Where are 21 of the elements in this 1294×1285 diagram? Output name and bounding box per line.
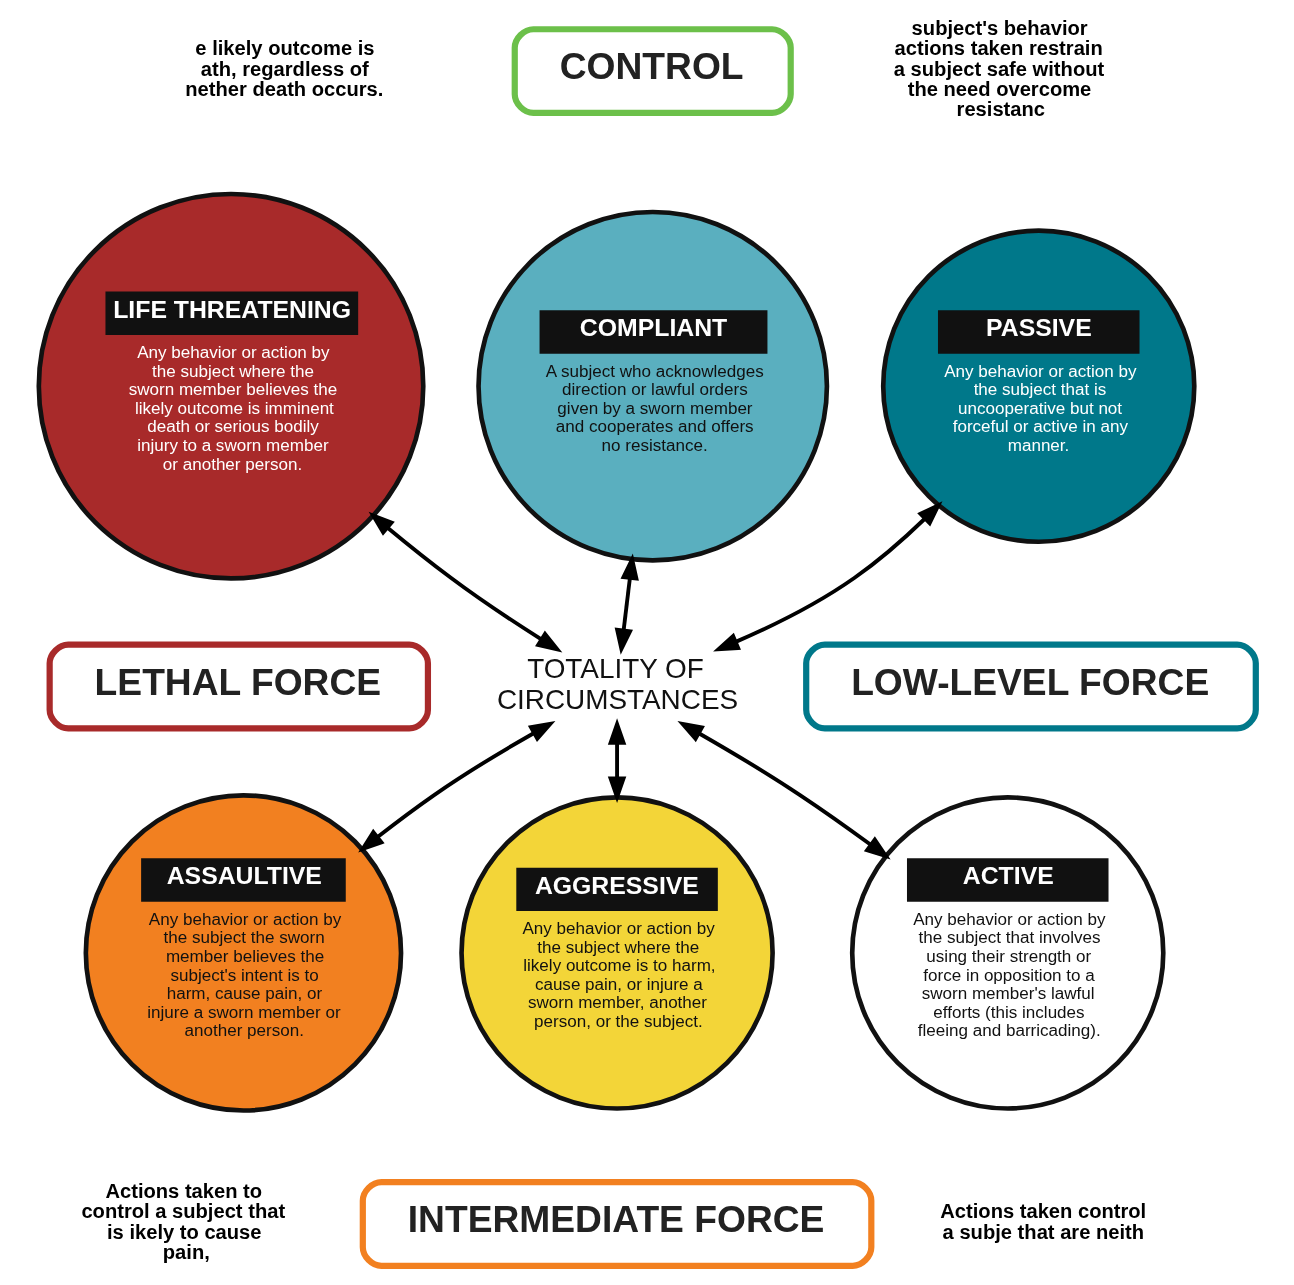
node-circle: COMPLIANT A subject who acknowledges direction or lawful orders given by a sworn member and cooperates and offers no resistance. — [475, 209, 829, 563]
node-circle: AGGRESSIVE Any behavior or action by the subject where the likely outcome is to harm, cause pain, or injure a sworn member, another person, or the subject. — [458, 795, 775, 1111]
label: Actions taken to control a subject that is ikely to cause pain, — [80, 1180, 285, 1263]
node-circle: ASSAULTIVE Any behavior or action by the subject the sworn member believes the subject's intent is to harm, cause pain, or injure a sworn member or another person. — [83, 793, 403, 1113]
arrow — [712, 501, 942, 652]
label: e likely outcome is ath, regardless of nether death occurs. — [184, 37, 383, 100]
arrow — [368, 511, 562, 653]
node-circle: LIFE THREATENING Any behavior or action by the subject where the sworn member believes the likely outcome is imminent death or serious bodily injury to a sworn member or another person. — [36, 191, 426, 581]
node-circle: ACTIVE Any behavior or action by the subject that involves using their strength or force in opposition to a sworn member's lawful efforts (this includes fleeing and barricading). — [849, 795, 1166, 1111]
node-box: CONTROL — [511, 26, 794, 117]
label: subject's behavior actions taken restrain a subject safe without the need overcome resistanc — [893, 17, 1104, 120]
node-box: LETHAL FORCE — [46, 641, 431, 732]
node-box: INTERMEDIATE FORCE — [359, 1179, 874, 1269]
node-text: TOTALITY OF CIRCUMSTANCES — [496, 652, 738, 715]
node-box: LOW-LEVEL FORCE — [802, 641, 1259, 732]
arrow — [607, 718, 626, 803]
arrow — [357, 720, 555, 853]
node-circle: PASSIVE Any behavior or action by the subject that is uncooperative but not forceful or active in any manner. — [880, 228, 1197, 545]
arrow — [614, 553, 639, 655]
label: Actions taken control a subje that are neith — [939, 1200, 1146, 1243]
arrow — [676, 721, 891, 860]
